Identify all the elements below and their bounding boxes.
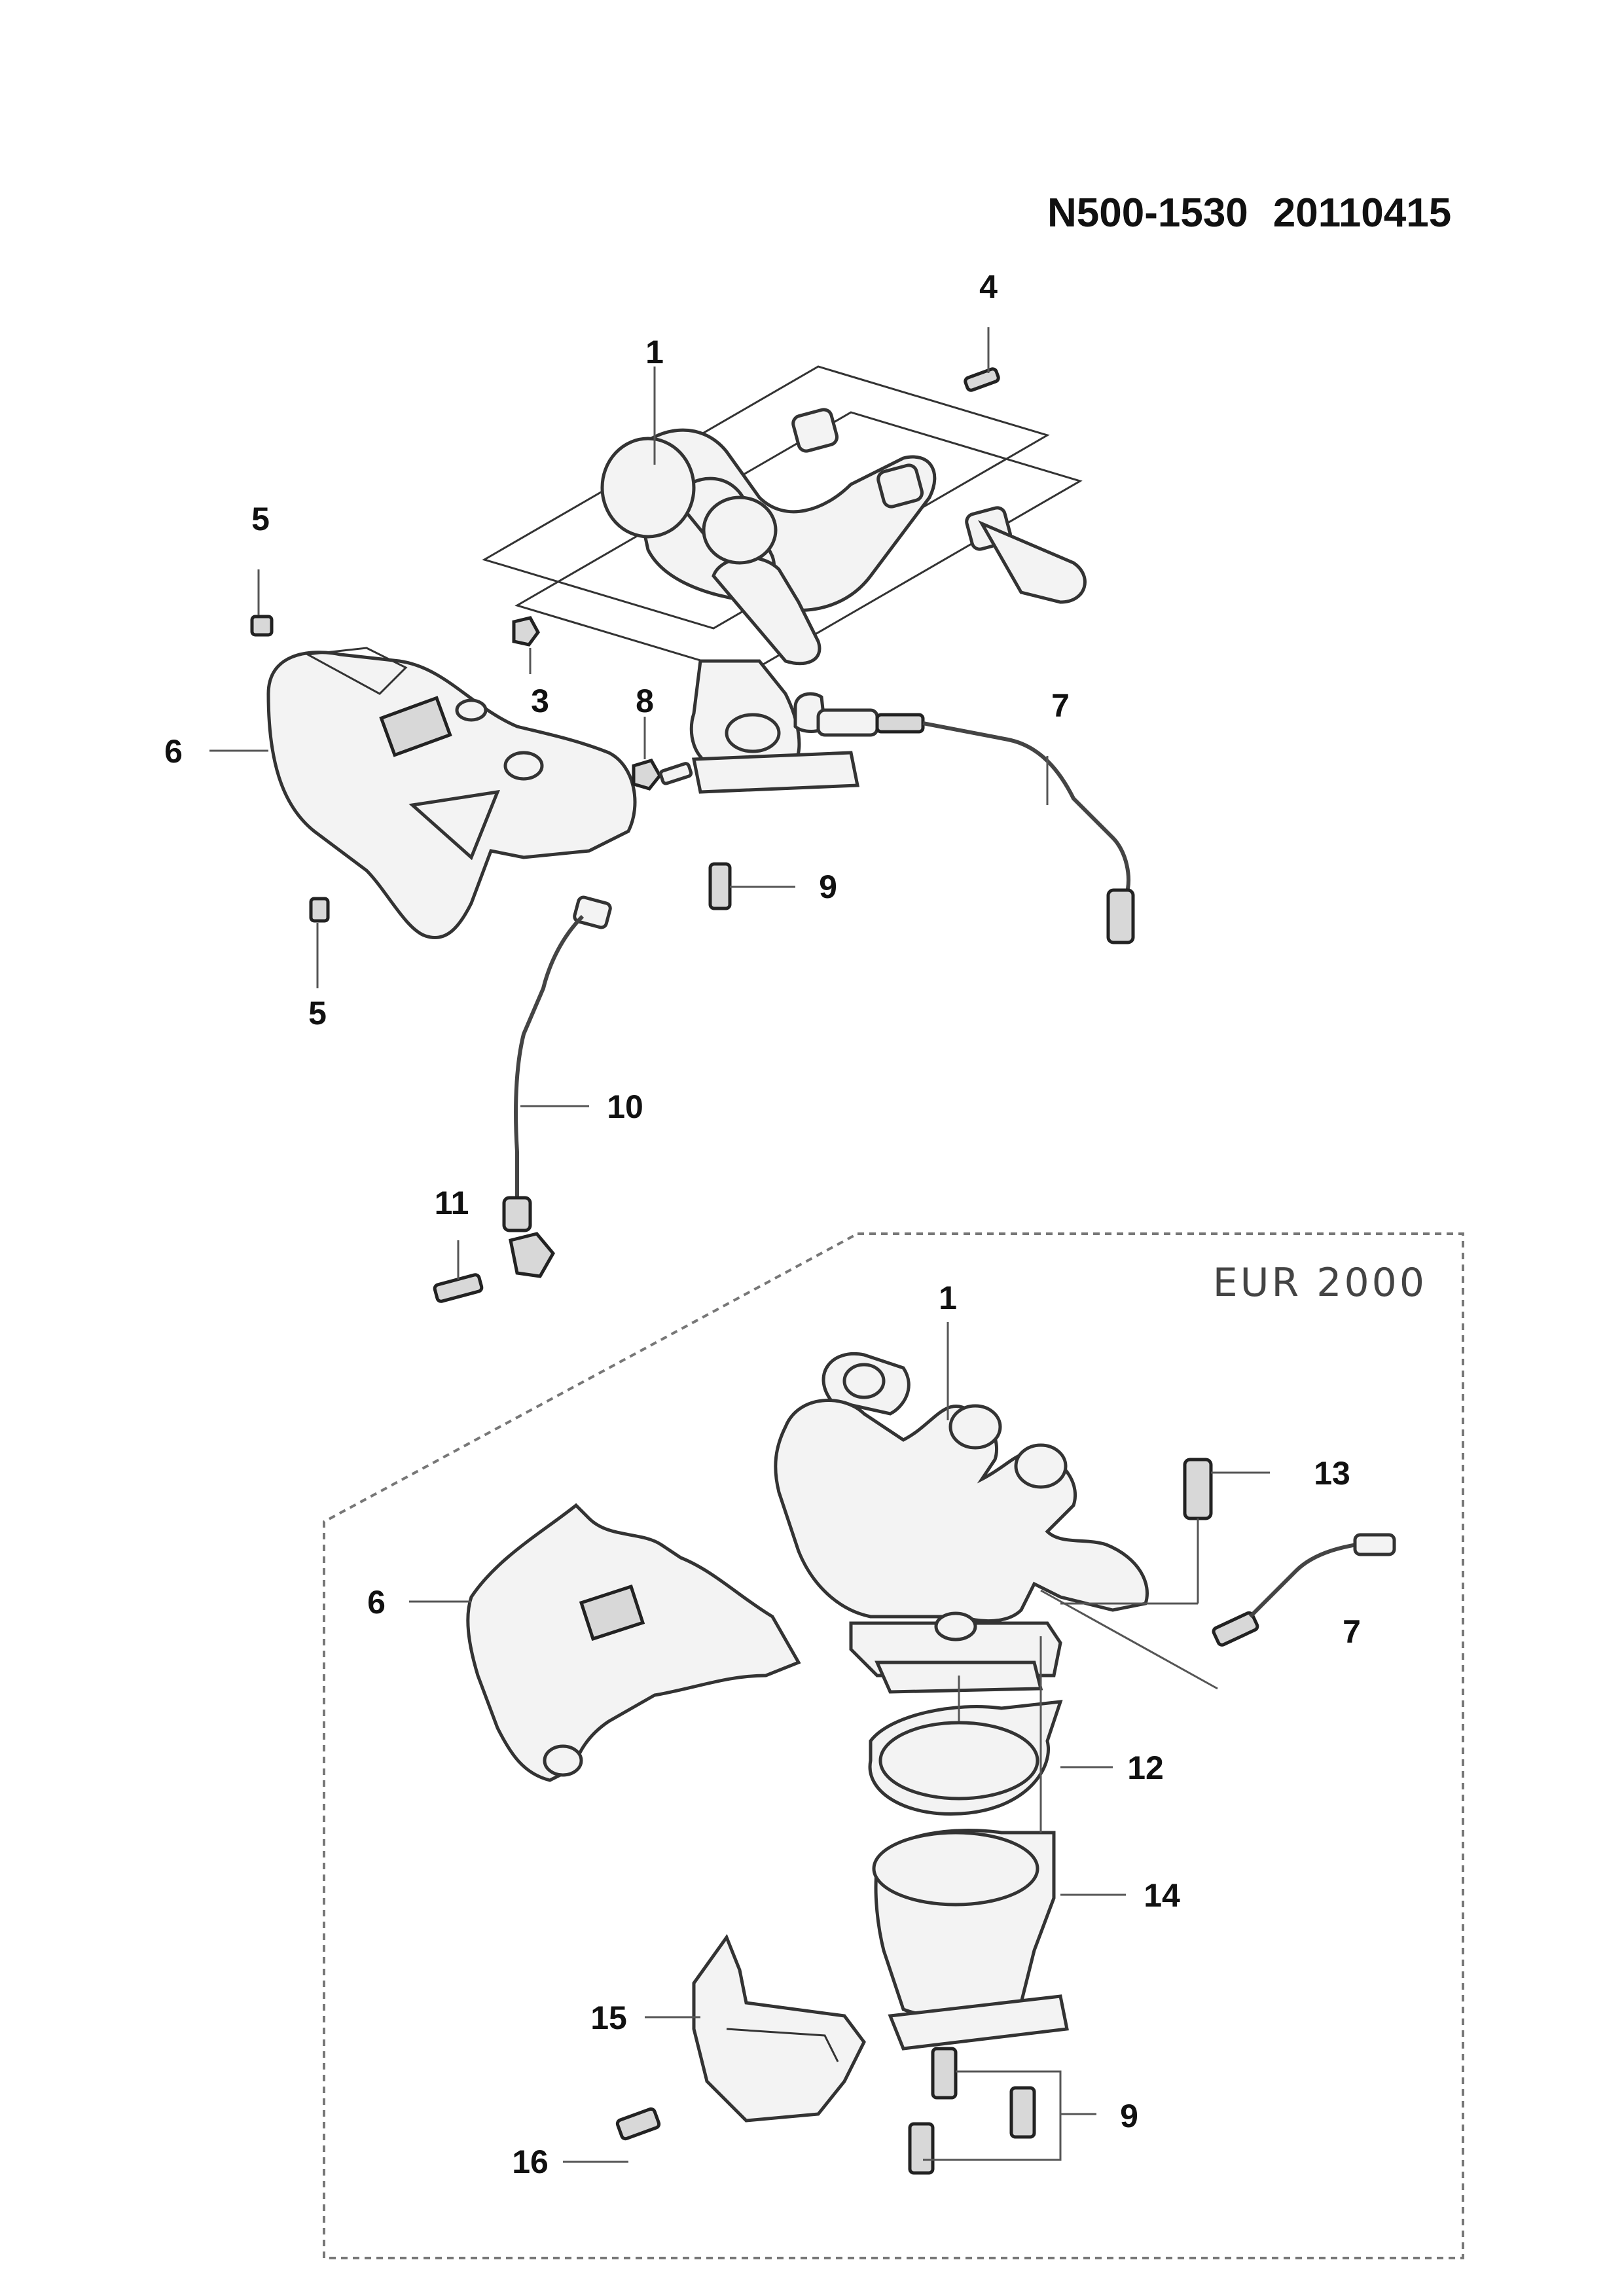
leader-lines-upper bbox=[209, 327, 1049, 1280]
part-number: N500-1530 bbox=[1047, 190, 1248, 236]
callout-9-lower: 9 bbox=[1120, 2098, 1138, 2134]
callout-7-upper: 7 bbox=[1051, 687, 1070, 724]
gasket-12 bbox=[868, 1700, 1063, 1816]
studs-9-lower bbox=[908, 2047, 1036, 2175]
callout-7-lower: 7 bbox=[1343, 1613, 1361, 1650]
exhaust-manifold-lower bbox=[774, 1352, 1149, 1694]
callout-5-bottom: 5 bbox=[308, 995, 327, 1031]
bolt-16 bbox=[615, 2107, 661, 2141]
bracket-15 bbox=[692, 1933, 866, 2123]
callout-12: 12 bbox=[1127, 1749, 1164, 1786]
oxygen-sensor-upper bbox=[816, 708, 1135, 944]
callout-13: 13 bbox=[1314, 1455, 1350, 1492]
callout-6-lower: 6 bbox=[367, 1584, 386, 1621]
exhaust-manifold-upper bbox=[482, 365, 1087, 794]
bolt-5-top bbox=[250, 615, 274, 637]
callout-9-upper: 9 bbox=[819, 869, 837, 905]
nut-8 bbox=[632, 759, 662, 791]
upper-assembly: 1 3 4 5 5 6 7 8 9 10 11 bbox=[164, 268, 1135, 1303]
callout-16: 16 bbox=[512, 2144, 549, 2180]
heat-shield-upper bbox=[266, 647, 637, 940]
eur2000-variant-box: EUR 2000 bbox=[323, 1232, 1464, 2259]
callout-14: 14 bbox=[1144, 1877, 1180, 1914]
fasteners-upper bbox=[250, 367, 1000, 923]
callout-10: 10 bbox=[607, 1088, 643, 1125]
callout-1-lower: 1 bbox=[939, 1280, 957, 1316]
callout-15: 15 bbox=[590, 2000, 627, 2036]
date-code: 20110415 bbox=[1272, 190, 1452, 236]
diagram-header: N500-1530 20110415 bbox=[1047, 190, 1476, 236]
callouts-lower: 1 6 7 9 12 13 14 15 16 bbox=[367, 1280, 1361, 2180]
oxygen-sensor-lower bbox=[1040, 1533, 1396, 1690]
variant-label: EUR 2000 bbox=[1213, 1260, 1427, 1306]
callout-4: 4 bbox=[979, 268, 998, 305]
callout-3: 3 bbox=[531, 683, 549, 719]
bolt-11 bbox=[433, 1273, 484, 1303]
stud-9 bbox=[708, 862, 732, 910]
callout-6-upper: 6 bbox=[164, 733, 183, 770]
bolt-5-bottom bbox=[309, 897, 330, 923]
stud-4 bbox=[964, 367, 1000, 392]
callout-11: 11 bbox=[435, 1185, 469, 1221]
callout-5-top: 5 bbox=[251, 501, 270, 537]
nut-3 bbox=[512, 616, 540, 647]
callout-1-upper: 1 bbox=[645, 334, 664, 370]
callouts-upper: 1 3 4 5 5 6 7 8 9 10 11 bbox=[164, 268, 1070, 1221]
oxygen-sensor-lower-wire bbox=[433, 895, 612, 1303]
heat-shield-lower bbox=[466, 1503, 801, 1782]
lower-assembly: 1 6 7 9 12 13 14 15 16 bbox=[367, 1280, 1396, 2180]
catalytic-converter-14 bbox=[872, 1829, 1069, 2051]
leader-lines-lower bbox=[409, 1322, 1270, 2163]
callout-8: 8 bbox=[636, 683, 654, 719]
bolt-13 bbox=[1183, 1458, 1213, 1520]
